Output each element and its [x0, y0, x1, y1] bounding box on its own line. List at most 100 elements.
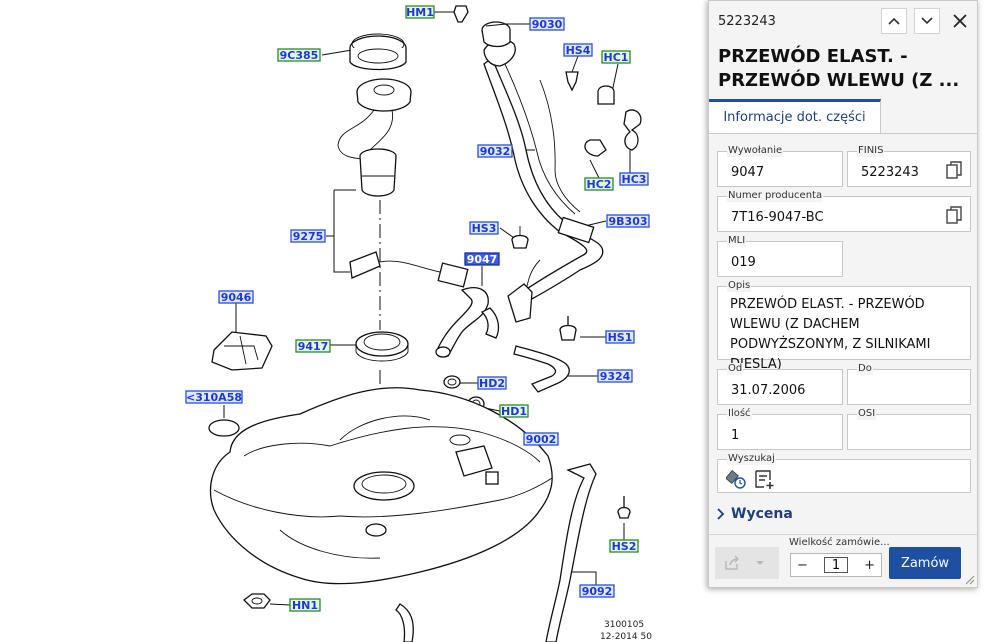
nut-hn1-part	[243, 593, 271, 609]
field-value: 1	[731, 428, 740, 443]
close-icon	[953, 14, 967, 28]
field-from[interactable]: Od 31.07.2006	[717, 363, 843, 405]
field-call[interactable]: Wywołanie 9047	[717, 145, 843, 187]
field-osi[interactable]: OSI	[847, 408, 971, 450]
field-quantity[interactable]: Ilość 1	[717, 408, 843, 450]
field-caption: Numer producenta	[727, 190, 824, 202]
field-to[interactable]: Do	[847, 363, 971, 405]
previous-part-button[interactable]	[881, 8, 907, 34]
order-button[interactable]: Zamów	[889, 547, 961, 579]
svg-text:HS4: HS4	[566, 44, 591, 57]
field-value: PRZEWÓD ELAST. - PRZEWÓD WLEWU (Z DACHEM…	[730, 297, 931, 372]
label-hs2[interactable]: HS2	[609, 539, 639, 553]
svg-text:HM1: HM1	[406, 6, 434, 19]
label-9002[interactable]: 9002	[523, 432, 559, 446]
svg-text:9046: 9046	[221, 291, 252, 304]
svg-text:9C385: 9C385	[280, 49, 319, 62]
seal-ring-part	[355, 331, 409, 362]
share-button[interactable]	[715, 547, 779, 579]
diagram-date: 12-2014 50	[600, 632, 652, 642]
plug-part	[208, 419, 240, 437]
part-details-panel: 5223243 PRZEWÓD ELAST. - PRZEWÓD WLEWU (…	[708, 0, 978, 588]
label-9b303[interactable]: 9B303	[606, 214, 650, 228]
label-hc1[interactable]: HC1	[601, 50, 631, 64]
panel-part-number: 5223243	[718, 13, 776, 29]
field-description[interactable]: Opis PRZEWÓD ELAST. - PRZEWÓD WLEWU (Z D…	[717, 280, 971, 372]
increment-button[interactable]: +	[864, 557, 875, 573]
order-quantity-stepper: − +	[790, 553, 882, 577]
svg-text:HS1: HS1	[608, 331, 633, 344]
label-hs3[interactable]: HS3	[469, 221, 499, 235]
tab-part-info[interactable]: Informacje dot. części	[709, 99, 881, 133]
locking-ring-part	[349, 33, 407, 71]
copy-icon[interactable]	[946, 206, 962, 224]
tank-strap-part	[395, 463, 597, 642]
fastener-hs3-part	[511, 226, 529, 249]
field-finis[interactable]: FINIS 5223243	[847, 145, 971, 187]
label-9030[interactable]: 9030	[529, 17, 565, 31]
svg-text:9047: 9047	[467, 253, 498, 266]
svg-text:HC3: HC3	[622, 173, 647, 186]
copy-icon[interactable]	[946, 161, 962, 179]
caret-down-icon	[756, 561, 764, 565]
share-icon	[725, 555, 739, 570]
field-caption: Wyszukaj	[727, 453, 776, 465]
svg-text:9092: 9092	[582, 585, 613, 598]
label-hc3[interactable]: HC3	[619, 172, 649, 186]
bolt-hs2-part	[617, 496, 631, 519]
label-9032[interactable]: 9032	[477, 144, 513, 158]
label-hd2[interactable]: HD2	[477, 376, 507, 390]
svg-text:9002: 9002	[526, 433, 557, 446]
label-hm1[interactable]: HM1	[405, 5, 435, 19]
label-310a58[interactable]: <310A58	[185, 390, 243, 404]
label-9324[interactable]: 9324	[597, 369, 633, 383]
svg-text:HS3: HS3	[472, 222, 497, 235]
field-value: 019	[731, 255, 756, 270]
clip-hm1-part	[453, 5, 469, 23]
label-hn1[interactable]: HN1	[289, 598, 321, 612]
field-caption: Od	[727, 363, 744, 375]
label-9417[interactable]: 9417	[295, 339, 331, 353]
label-9c385[interactable]: 9C385	[277, 48, 321, 62]
heat-shield-part	[211, 331, 273, 371]
svg-text:9324: 9324	[600, 370, 631, 383]
svg-text:9417: 9417	[298, 340, 329, 353]
svg-text:9B303: 9B303	[609, 215, 648, 228]
field-caption: OSI	[857, 408, 877, 420]
decrement-button[interactable]: −	[797, 557, 808, 573]
svg-text:HD1: HD1	[501, 405, 527, 418]
svg-text:9030: 9030	[532, 18, 563, 31]
resize-grip-icon[interactable]	[965, 575, 975, 585]
chevron-up-icon	[888, 17, 900, 25]
panel-header: 5223243	[709, 1, 977, 41]
label-hs1[interactable]: HS1	[605, 330, 635, 344]
parts-diagram[interactable]: HM1 9030 9C385 HS4 HC1 9032 HC2 HC3 HS3 …	[0, 0, 710, 642]
fastener-hs1-part	[559, 316, 577, 341]
quantity-input[interactable]	[824, 557, 848, 573]
label-9092[interactable]: 9092	[579, 584, 615, 598]
vent-pipe-9324-part	[513, 345, 570, 393]
field-value: 7T16-9047-BC	[731, 210, 824, 225]
label-hc2[interactable]: HC2	[584, 177, 614, 191]
add-to-list-icon[interactable]	[754, 468, 776, 490]
field-caption: FINIS	[857, 145, 885, 157]
close-panel-button[interactable]	[947, 8, 973, 34]
chevron-right-icon	[717, 508, 725, 520]
pricing-section-toggle[interactable]: Wycena	[717, 506, 793, 522]
field-caption: Ilość	[727, 408, 752, 420]
fuel-cap-part	[481, 21, 511, 48]
field-caption: MLI	[727, 235, 747, 247]
pricing-label: Wycena	[731, 506, 793, 522]
filler-pipe-part	[483, 39, 604, 301]
next-part-button[interactable]	[914, 8, 940, 34]
label-hd1[interactable]: HD1	[499, 404, 529, 418]
label-9047-selected[interactable]: 9047	[464, 252, 500, 266]
order-quantity-label: Wielkość zamówie...	[789, 537, 890, 548]
label-hs4[interactable]: HS4	[563, 43, 593, 57]
small-clips-part	[565, 71, 642, 157]
label-9046[interactable]: 9046	[218, 290, 254, 304]
field-manufacturer-number[interactable]: Numer producenta 7T16-9047-BC	[717, 190, 971, 232]
field-mli[interactable]: MLI 019	[717, 235, 843, 277]
search-parts-icon[interactable]	[726, 468, 748, 490]
label-9275[interactable]: 9275	[290, 229, 326, 243]
